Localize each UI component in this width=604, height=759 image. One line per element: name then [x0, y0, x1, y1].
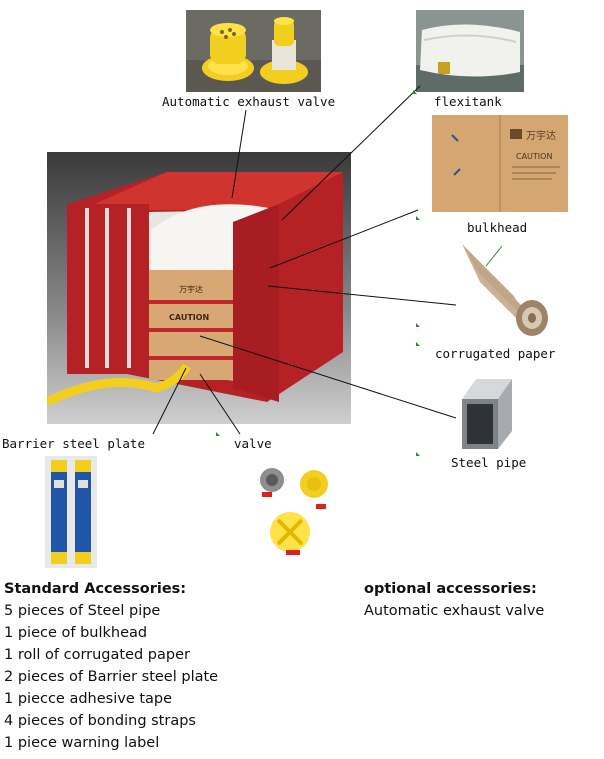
list-item: 4 pieces of bonding straps — [4, 713, 196, 729]
label-steel-pipe: Steel pipe — [451, 455, 527, 470]
steel-pipe-photo — [458, 377, 514, 451]
list-item: 1 piece warning label — [4, 735, 160, 751]
label-barrier-plate: Barrier steel plate — [2, 436, 145, 451]
svg-text:CAUTION: CAUTION — [516, 152, 552, 161]
leader-corrugated-paper — [267, 285, 457, 306]
svg-text:万宇达: 万宇达 — [526, 129, 556, 142]
standard-title: Standard Accessories: — [4, 581, 187, 597]
leader-bulkhead — [269, 209, 419, 269]
label-valve: valve — [234, 436, 272, 451]
list-item: 1 piecce adhesive tape — [4, 691, 173, 707]
bulkhead-photo: 万宇达 CAUTION — [432, 115, 568, 212]
leader-barrier-plate — [152, 367, 187, 435]
list-item: 1 piece of bulkhead — [4, 625, 148, 641]
label-exhaust-valve: Automatic exhaust valve — [162, 94, 336, 109]
marker-icon — [216, 432, 220, 436]
label-bulkhead: bulkhead — [467, 220, 528, 235]
optional-accessories: optional accessories: Automatic exhaust … — [364, 578, 600, 622]
optional-title: optional accessories: — [364, 581, 537, 597]
list-item: Automatic exhaust valve — [364, 603, 545, 619]
standard-accessories: Standard Accessories: 5 pieces of Steel … — [4, 578, 334, 754]
list-item: 5 pieces of Steel pipe — [4, 603, 161, 619]
svg-text:万宇达: 万宇达 — [179, 284, 203, 294]
container-photo: 万宇达 CAUTION — [47, 152, 351, 424]
valve-photo — [254, 462, 336, 558]
label-corrugated-paper: corrugated paper — [435, 346, 556, 361]
marker-icon — [416, 452, 420, 456]
leader-exhaust-valve — [231, 109, 247, 199]
label-flexitank: flexitank — [434, 94, 502, 109]
flexitank-photo — [416, 10, 524, 92]
barrier-plate-photo — [45, 456, 97, 568]
marker-icon — [416, 216, 420, 220]
list-item: 2 pieces of Barrier steel plate — [4, 669, 219, 685]
leader-steel-pipe — [199, 335, 457, 419]
marker-icon — [416, 323, 420, 327]
leader-flexitank — [281, 85, 421, 221]
svg-text:CAUTION: CAUTION — [169, 313, 209, 322]
list-item: 1 roll of corrugated paper — [4, 647, 190, 663]
marker-icon — [413, 90, 417, 94]
marker-icon — [416, 342, 420, 346]
exhaust-valve-photo — [186, 10, 321, 92]
corrugated-paper-photo — [452, 236, 552, 340]
leader-valve — [199, 373, 241, 435]
